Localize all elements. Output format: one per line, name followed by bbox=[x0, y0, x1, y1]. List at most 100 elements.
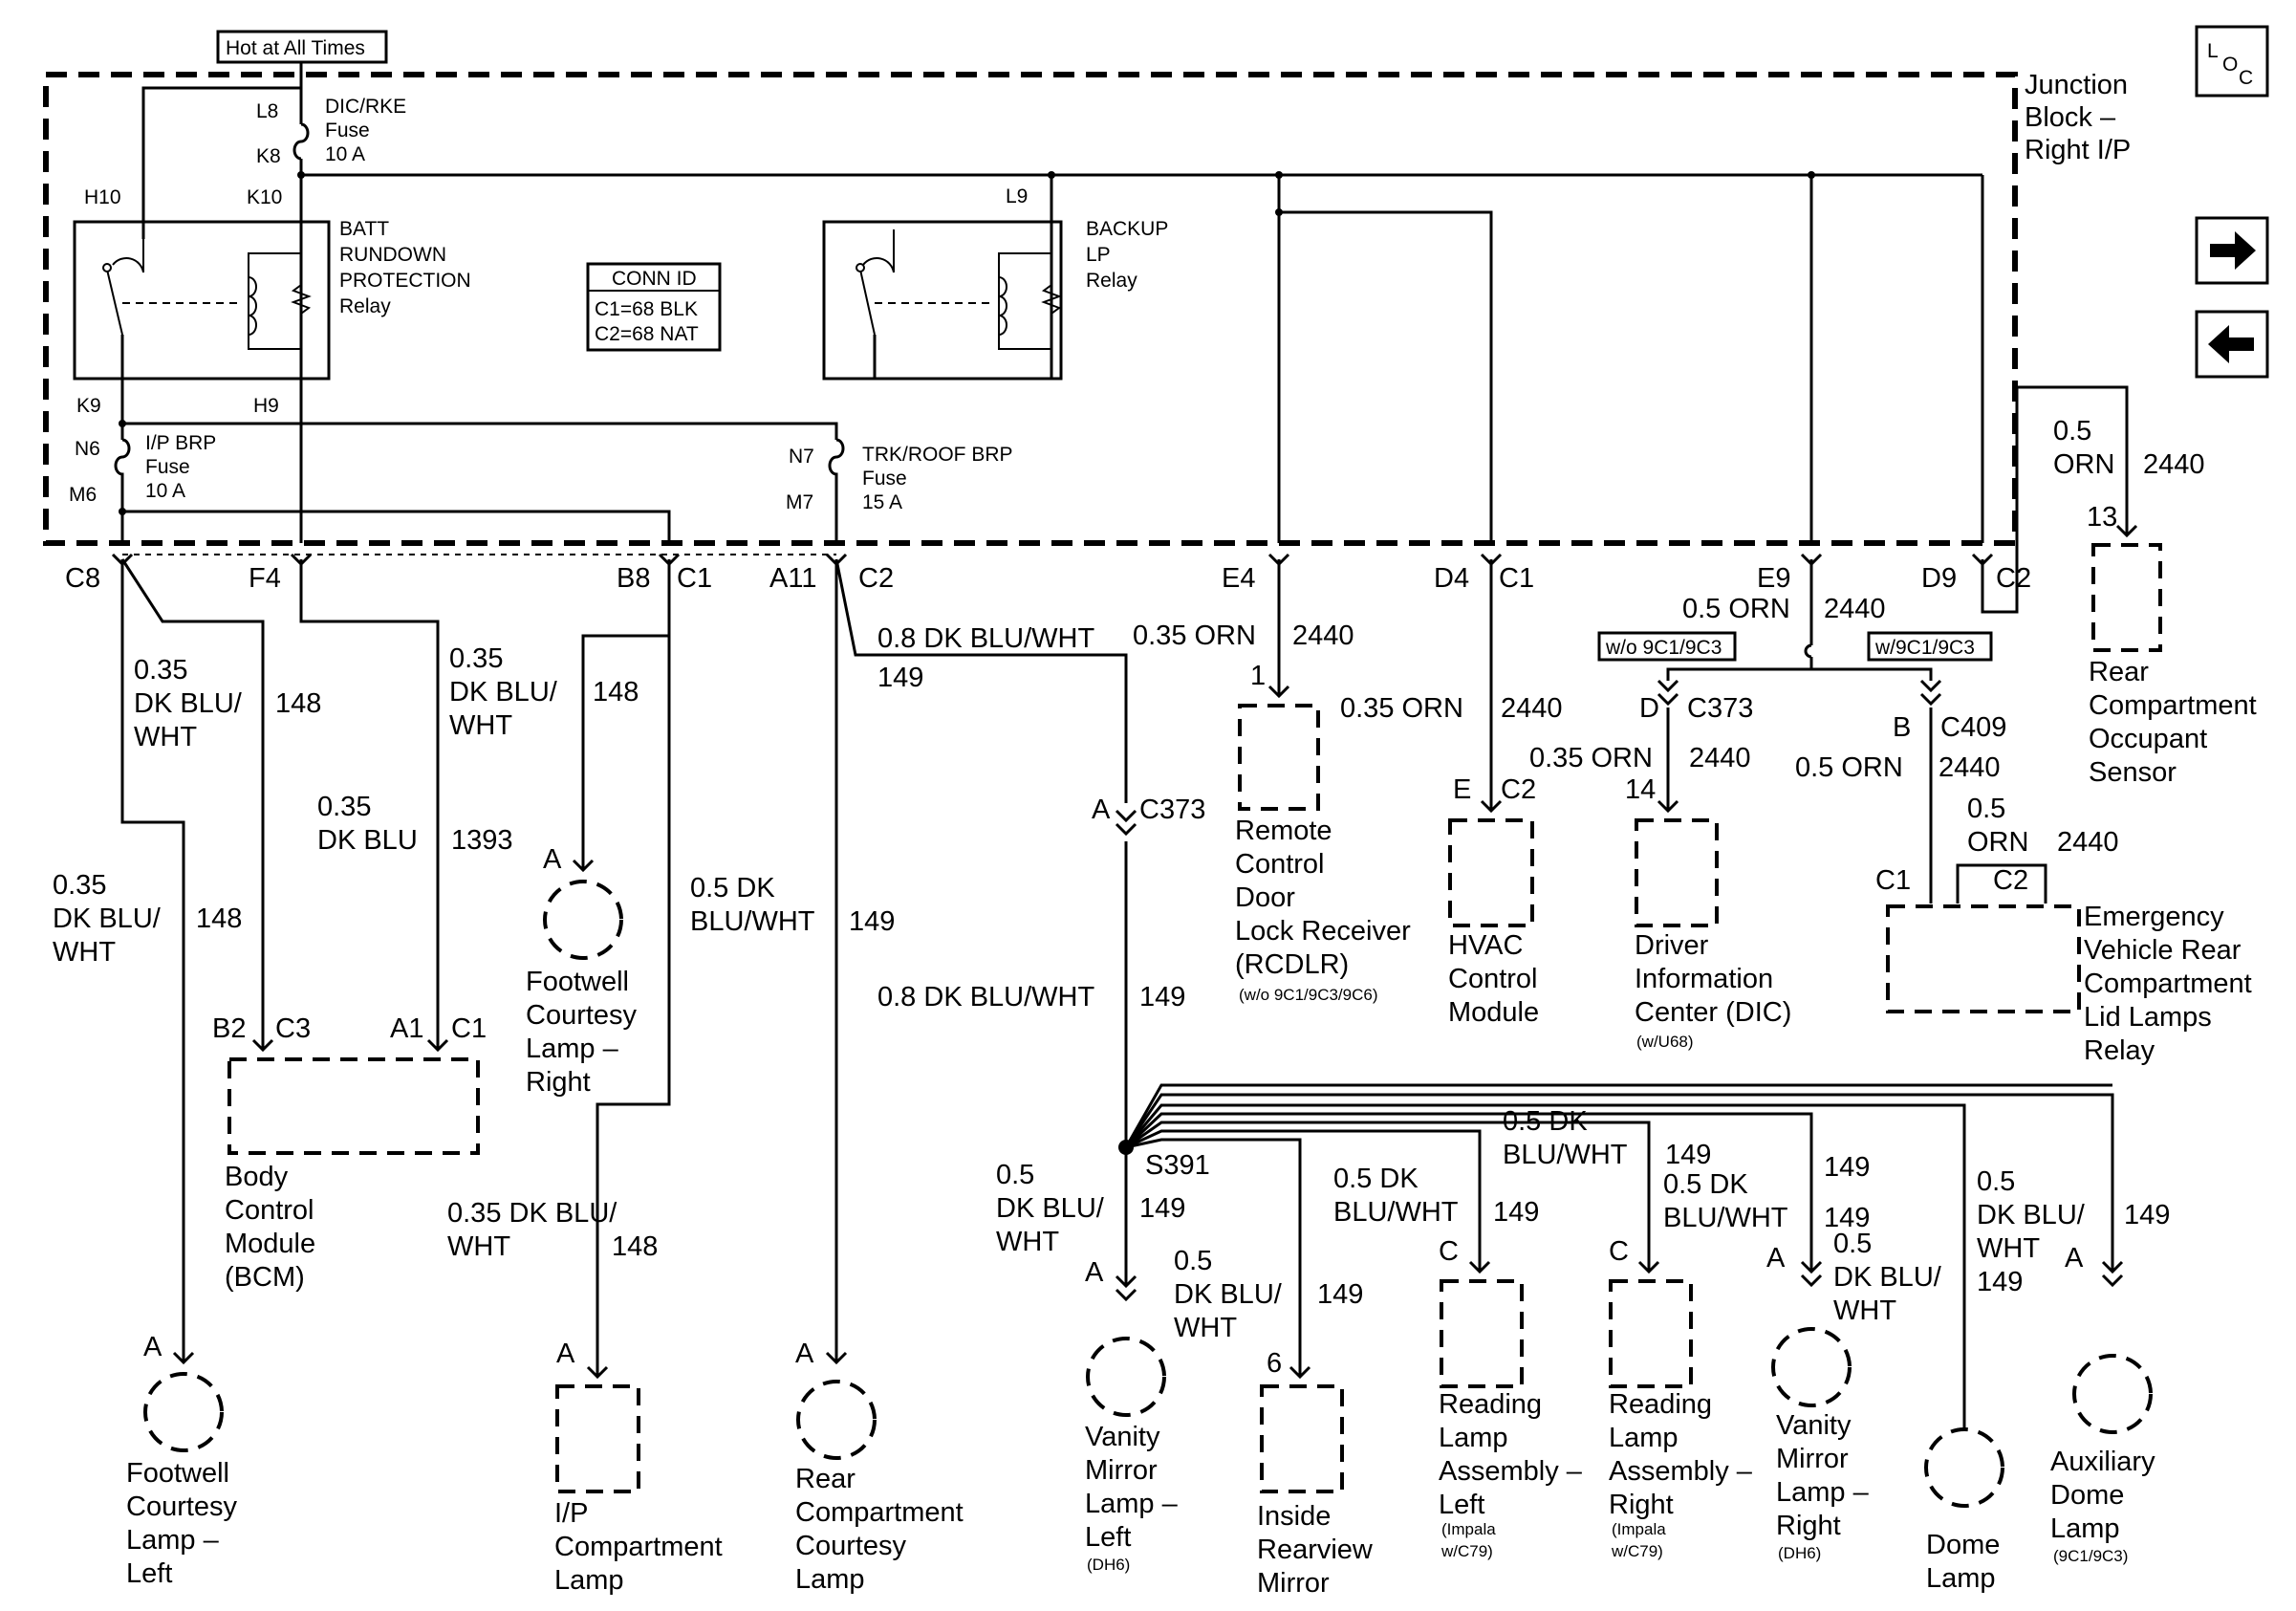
svg-text:Block –: Block – bbox=[2025, 102, 2116, 133]
svg-text:Lid Lamps: Lid Lamps bbox=[2084, 1002, 2212, 1033]
svg-text:C2: C2 bbox=[1996, 563, 2031, 594]
svg-text:Mirror: Mirror bbox=[1776, 1444, 1849, 1474]
svg-text:0.5 DK: 0.5 DK bbox=[1333, 1164, 1419, 1194]
svg-text:ORN: ORN bbox=[1967, 827, 2028, 858]
rcdlr: 1 Remote Control Door Lock Receiver (RCD… bbox=[1235, 661, 1411, 1004]
svg-text:Body: Body bbox=[225, 1162, 289, 1192]
footwell-lamp-right: A Footwell Courtesy Lamp – Right bbox=[526, 844, 638, 1098]
svg-text:C2=68 NAT: C2=68 NAT bbox=[595, 323, 699, 345]
svg-text:Compartment: Compartment bbox=[2089, 690, 2257, 721]
svg-text:B8: B8 bbox=[617, 563, 650, 594]
hvac-control-module: E C2 HVAC Control Module bbox=[1448, 774, 1539, 1028]
backup-lp-relay-label: BACKUP LP Relay L9 bbox=[1006, 185, 1168, 292]
svg-text:C1: C1 bbox=[451, 1013, 487, 1044]
svg-text:Right: Right bbox=[526, 1067, 591, 1098]
svg-text:C373: C373 bbox=[1687, 693, 1753, 724]
svg-text:15 A: 15 A bbox=[862, 491, 902, 513]
rear-compartment-occupant-sensor: 13 Rear Compartment Occupant Sensor bbox=[2087, 502, 2257, 788]
arrow-right-icon[interactable] bbox=[2195, 216, 2269, 285]
svg-text:Fuse: Fuse bbox=[145, 456, 190, 478]
svg-text:E: E bbox=[1453, 774, 1471, 805]
svg-text:HVAC: HVAC bbox=[1448, 930, 1523, 961]
svg-text:(9C1/9C3): (9C1/9C3) bbox=[2053, 1547, 2128, 1565]
svg-text:C1: C1 bbox=[677, 563, 712, 594]
svg-text:Junction: Junction bbox=[2025, 70, 2128, 100]
svg-text:0.5: 0.5 bbox=[1833, 1229, 1872, 1259]
svg-text:Relay: Relay bbox=[2084, 1035, 2155, 1066]
svg-text:(DH6): (DH6) bbox=[1778, 1544, 1821, 1562]
svg-text:Control: Control bbox=[1235, 849, 1325, 880]
svg-text:149: 149 bbox=[1824, 1203, 1870, 1233]
svg-text:N6: N6 bbox=[75, 438, 100, 460]
svg-text:Footwell: Footwell bbox=[126, 1458, 229, 1489]
rear-courtesy-lamp: A Rear Compartment Courtesy Lamp bbox=[795, 1339, 964, 1595]
svg-text:O: O bbox=[2222, 54, 2238, 76]
svg-text:DIC/RKE: DIC/RKE bbox=[325, 96, 406, 118]
svg-text:BLU/WHT: BLU/WHT bbox=[1503, 1140, 1628, 1170]
svg-text:Lamp: Lamp bbox=[554, 1565, 624, 1596]
svg-text:0.5 ORN: 0.5 ORN bbox=[1795, 752, 1903, 783]
junction-internal-wiring bbox=[73, 62, 1984, 555]
svg-text:C1=68 BLK: C1=68 BLK bbox=[595, 298, 698, 320]
svg-text:C1: C1 bbox=[1499, 563, 1534, 594]
option-labels: w/o 9C1/9C3 w/9C1/9C3 bbox=[1597, 631, 1993, 662]
footwell-lamp-left: A Footwell Courtesy Lamp – Left bbox=[126, 1332, 238, 1589]
svg-text:(BCM): (BCM) bbox=[225, 1262, 305, 1293]
svg-text:w/C79): w/C79) bbox=[1440, 1542, 1493, 1560]
svg-text:Mirror: Mirror bbox=[1257, 1568, 1330, 1599]
svg-text:C: C bbox=[2239, 67, 2253, 89]
svg-text:(Impala: (Impala bbox=[1612, 1520, 1666, 1538]
svg-text:0.35 ORN: 0.35 ORN bbox=[1340, 693, 1463, 724]
arrow-left-icon[interactable] bbox=[2195, 310, 2269, 379]
svg-text:149: 149 bbox=[1317, 1279, 1363, 1310]
svg-text:WHT: WHT bbox=[1977, 1233, 2040, 1264]
svg-text:BACKUP: BACKUP bbox=[1086, 218, 1168, 240]
svg-text:Compartment: Compartment bbox=[795, 1497, 964, 1528]
svg-text:(w/o 9C1/9C3/9C6): (w/o 9C1/9C3/9C6) bbox=[1239, 986, 1378, 1004]
svg-text:w/C79): w/C79) bbox=[1611, 1542, 1663, 1560]
svg-text:Lamp: Lamp bbox=[1609, 1423, 1679, 1453]
svg-text:S391: S391 bbox=[1145, 1150, 1210, 1181]
svg-text:D: D bbox=[1639, 693, 1659, 724]
svg-text:A: A bbox=[1092, 795, 1111, 825]
svg-text:148: 148 bbox=[612, 1231, 658, 1262]
svg-text:WHT: WHT bbox=[449, 710, 512, 741]
svg-text:PROTECTION: PROTECTION bbox=[339, 270, 471, 292]
svg-text:M7: M7 bbox=[786, 491, 813, 513]
svg-text:Lamp –: Lamp – bbox=[1085, 1489, 1179, 1519]
svg-text:C3: C3 bbox=[275, 1013, 311, 1044]
svg-text:Right: Right bbox=[1776, 1511, 1841, 1541]
svg-text:149: 149 bbox=[1977, 1267, 2023, 1297]
svg-text:Mirror: Mirror bbox=[1085, 1455, 1158, 1486]
svg-text:0.5 DK: 0.5 DK bbox=[1503, 1106, 1588, 1137]
fuse-ip-brp: N6 M6 I/P BRP Fuse 10 A bbox=[69, 432, 216, 506]
svg-text:149: 149 bbox=[877, 663, 923, 693]
svg-text:Module: Module bbox=[225, 1229, 315, 1259]
svg-text:1393: 1393 bbox=[451, 825, 513, 856]
svg-text:Auxiliary: Auxiliary bbox=[2050, 1447, 2155, 1477]
svg-text:0.35: 0.35 bbox=[134, 655, 187, 686]
svg-text:Occupant: Occupant bbox=[2089, 724, 2207, 754]
svg-text:149: 149 bbox=[2124, 1200, 2170, 1230]
body-control-module: B2 C3 A1 C1 Body Control Module (BCM) bbox=[212, 1013, 487, 1293]
svg-text:A: A bbox=[1085, 1257, 1104, 1288]
svg-text:2440: 2440 bbox=[1824, 594, 1886, 624]
svg-text:0.8 DK BLU/WHT: 0.8 DK BLU/WHT bbox=[877, 982, 1094, 1012]
svg-text:Sensor: Sensor bbox=[2089, 757, 2177, 788]
svg-text:Control: Control bbox=[1448, 964, 1538, 994]
svg-text:Vehicle Rear: Vehicle Rear bbox=[2084, 935, 2242, 966]
svg-text:B: B bbox=[1893, 712, 1911, 743]
location-icon[interactable]: L O C bbox=[2195, 25, 2269, 98]
svg-text:0.5 DK: 0.5 DK bbox=[1663, 1169, 1748, 1200]
svg-text:149: 149 bbox=[1824, 1152, 1870, 1183]
svg-text:BATT: BATT bbox=[339, 218, 389, 240]
fuse-trk-roof-brp: N7 M7 TRK/ROOF BRP Fuse 15 A bbox=[786, 444, 1013, 513]
svg-text:Rear: Rear bbox=[795, 1464, 856, 1494]
svg-text:Lamp –: Lamp – bbox=[1776, 1477, 1870, 1508]
svg-text:Vanity: Vanity bbox=[1776, 1410, 1852, 1441]
svg-text:WHT: WHT bbox=[996, 1227, 1059, 1257]
svg-text:149: 149 bbox=[1665, 1140, 1711, 1170]
svg-text:Relay: Relay bbox=[339, 295, 391, 317]
svg-text:WHT: WHT bbox=[53, 937, 116, 968]
connector-labels: S391 A C373 D C373 B C409 bbox=[1092, 693, 2006, 1181]
